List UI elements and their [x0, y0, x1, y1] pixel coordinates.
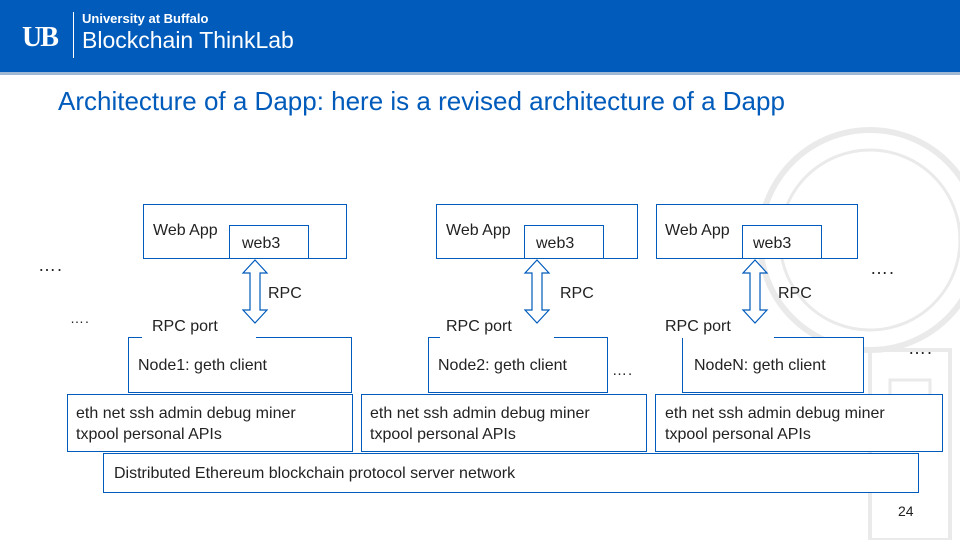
node-name-2: Node2: geth client — [438, 357, 567, 374]
ellipsis-left-mid: …. — [70, 310, 90, 326]
web3-box-n — [742, 225, 822, 259]
rpc-label-2: RPC — [560, 285, 594, 302]
rpc-arrow-1 — [241, 259, 269, 324]
apis-box-n — [655, 394, 943, 452]
ellipsis-right-mid: …. — [908, 338, 934, 358]
apis-text-2: eth net ssh admin debug miner txpool per… — [370, 403, 590, 445]
web3-box-2 — [524, 225, 604, 259]
node-box-n — [682, 337, 864, 393]
web3-label-n: web3 — [753, 235, 792, 252]
lab-name: Blockchain ThinkLab — [82, 27, 294, 53]
ellipsis-right-top: …. — [870, 258, 896, 278]
web-app-label-1: Web App — [153, 222, 218, 239]
web-app-label-2: Web App — [446, 222, 511, 239]
page-number: 24 — [898, 503, 914, 519]
header-rule — [0, 72, 960, 75]
node-box-1 — [128, 337, 352, 393]
apis-line1-2: eth net ssh admin debug miner — [370, 405, 590, 422]
web3-label-1: web3 — [242, 235, 281, 252]
web3-label-2: web3 — [536, 235, 575, 252]
node-box-2 — [428, 337, 608, 393]
network-box — [103, 453, 919, 493]
rpc-label-1: RPC — [268, 285, 302, 302]
apis-text-n: eth net ssh admin debug miner txpool per… — [665, 403, 885, 445]
ellipsis-left-top: …. — [38, 255, 64, 275]
apis-line2-2: txpool personal APIs — [370, 426, 516, 443]
rpc-port-label-n: RPC port — [665, 318, 731, 335]
rpc-arrow-2 — [523, 259, 551, 324]
apis-line2-1: txpool personal APIs — [76, 426, 222, 443]
rpc-arrow-n — [741, 259, 769, 324]
slide-title: Architecture of a Dapp: here is a revise… — [58, 86, 785, 116]
apis-line2-n: txpool personal APIs — [665, 426, 811, 443]
rpc-port-tab-2 — [440, 316, 554, 338]
node-name-n: NodeN: geth client — [694, 357, 826, 374]
rpc-port-tab-n — [660, 316, 774, 338]
header-bar: UB University at Buffalo Blockchain Thin… — [0, 0, 960, 72]
rpc-port-tab-1 — [142, 316, 256, 338]
apis-line1-n: eth net ssh admin debug miner — [665, 405, 885, 422]
ub-logo: UB — [22, 22, 59, 53]
web3-box-1 — [229, 225, 309, 259]
node-name-1: Node1: geth client — [138, 357, 267, 374]
rpc-label-n: RPC — [778, 285, 812, 302]
logo-divider — [73, 12, 74, 58]
apis-box-1 — [67, 394, 353, 452]
rpc-port-label-1: RPC port — [152, 318, 218, 335]
university-name: University at Buffalo — [82, 11, 209, 26]
rpc-port-label-2: RPC port — [446, 318, 512, 335]
network-label: Distributed Ethereum blockchain protocol… — [114, 465, 516, 482]
web-app-label-n: Web App — [665, 222, 730, 239]
apis-text-1: eth net ssh admin debug miner txpool per… — [76, 403, 296, 445]
apis-box-2 — [361, 394, 647, 452]
apis-line1-1: eth net ssh admin debug miner — [76, 405, 296, 422]
ellipsis-middle: …. — [612, 362, 634, 379]
